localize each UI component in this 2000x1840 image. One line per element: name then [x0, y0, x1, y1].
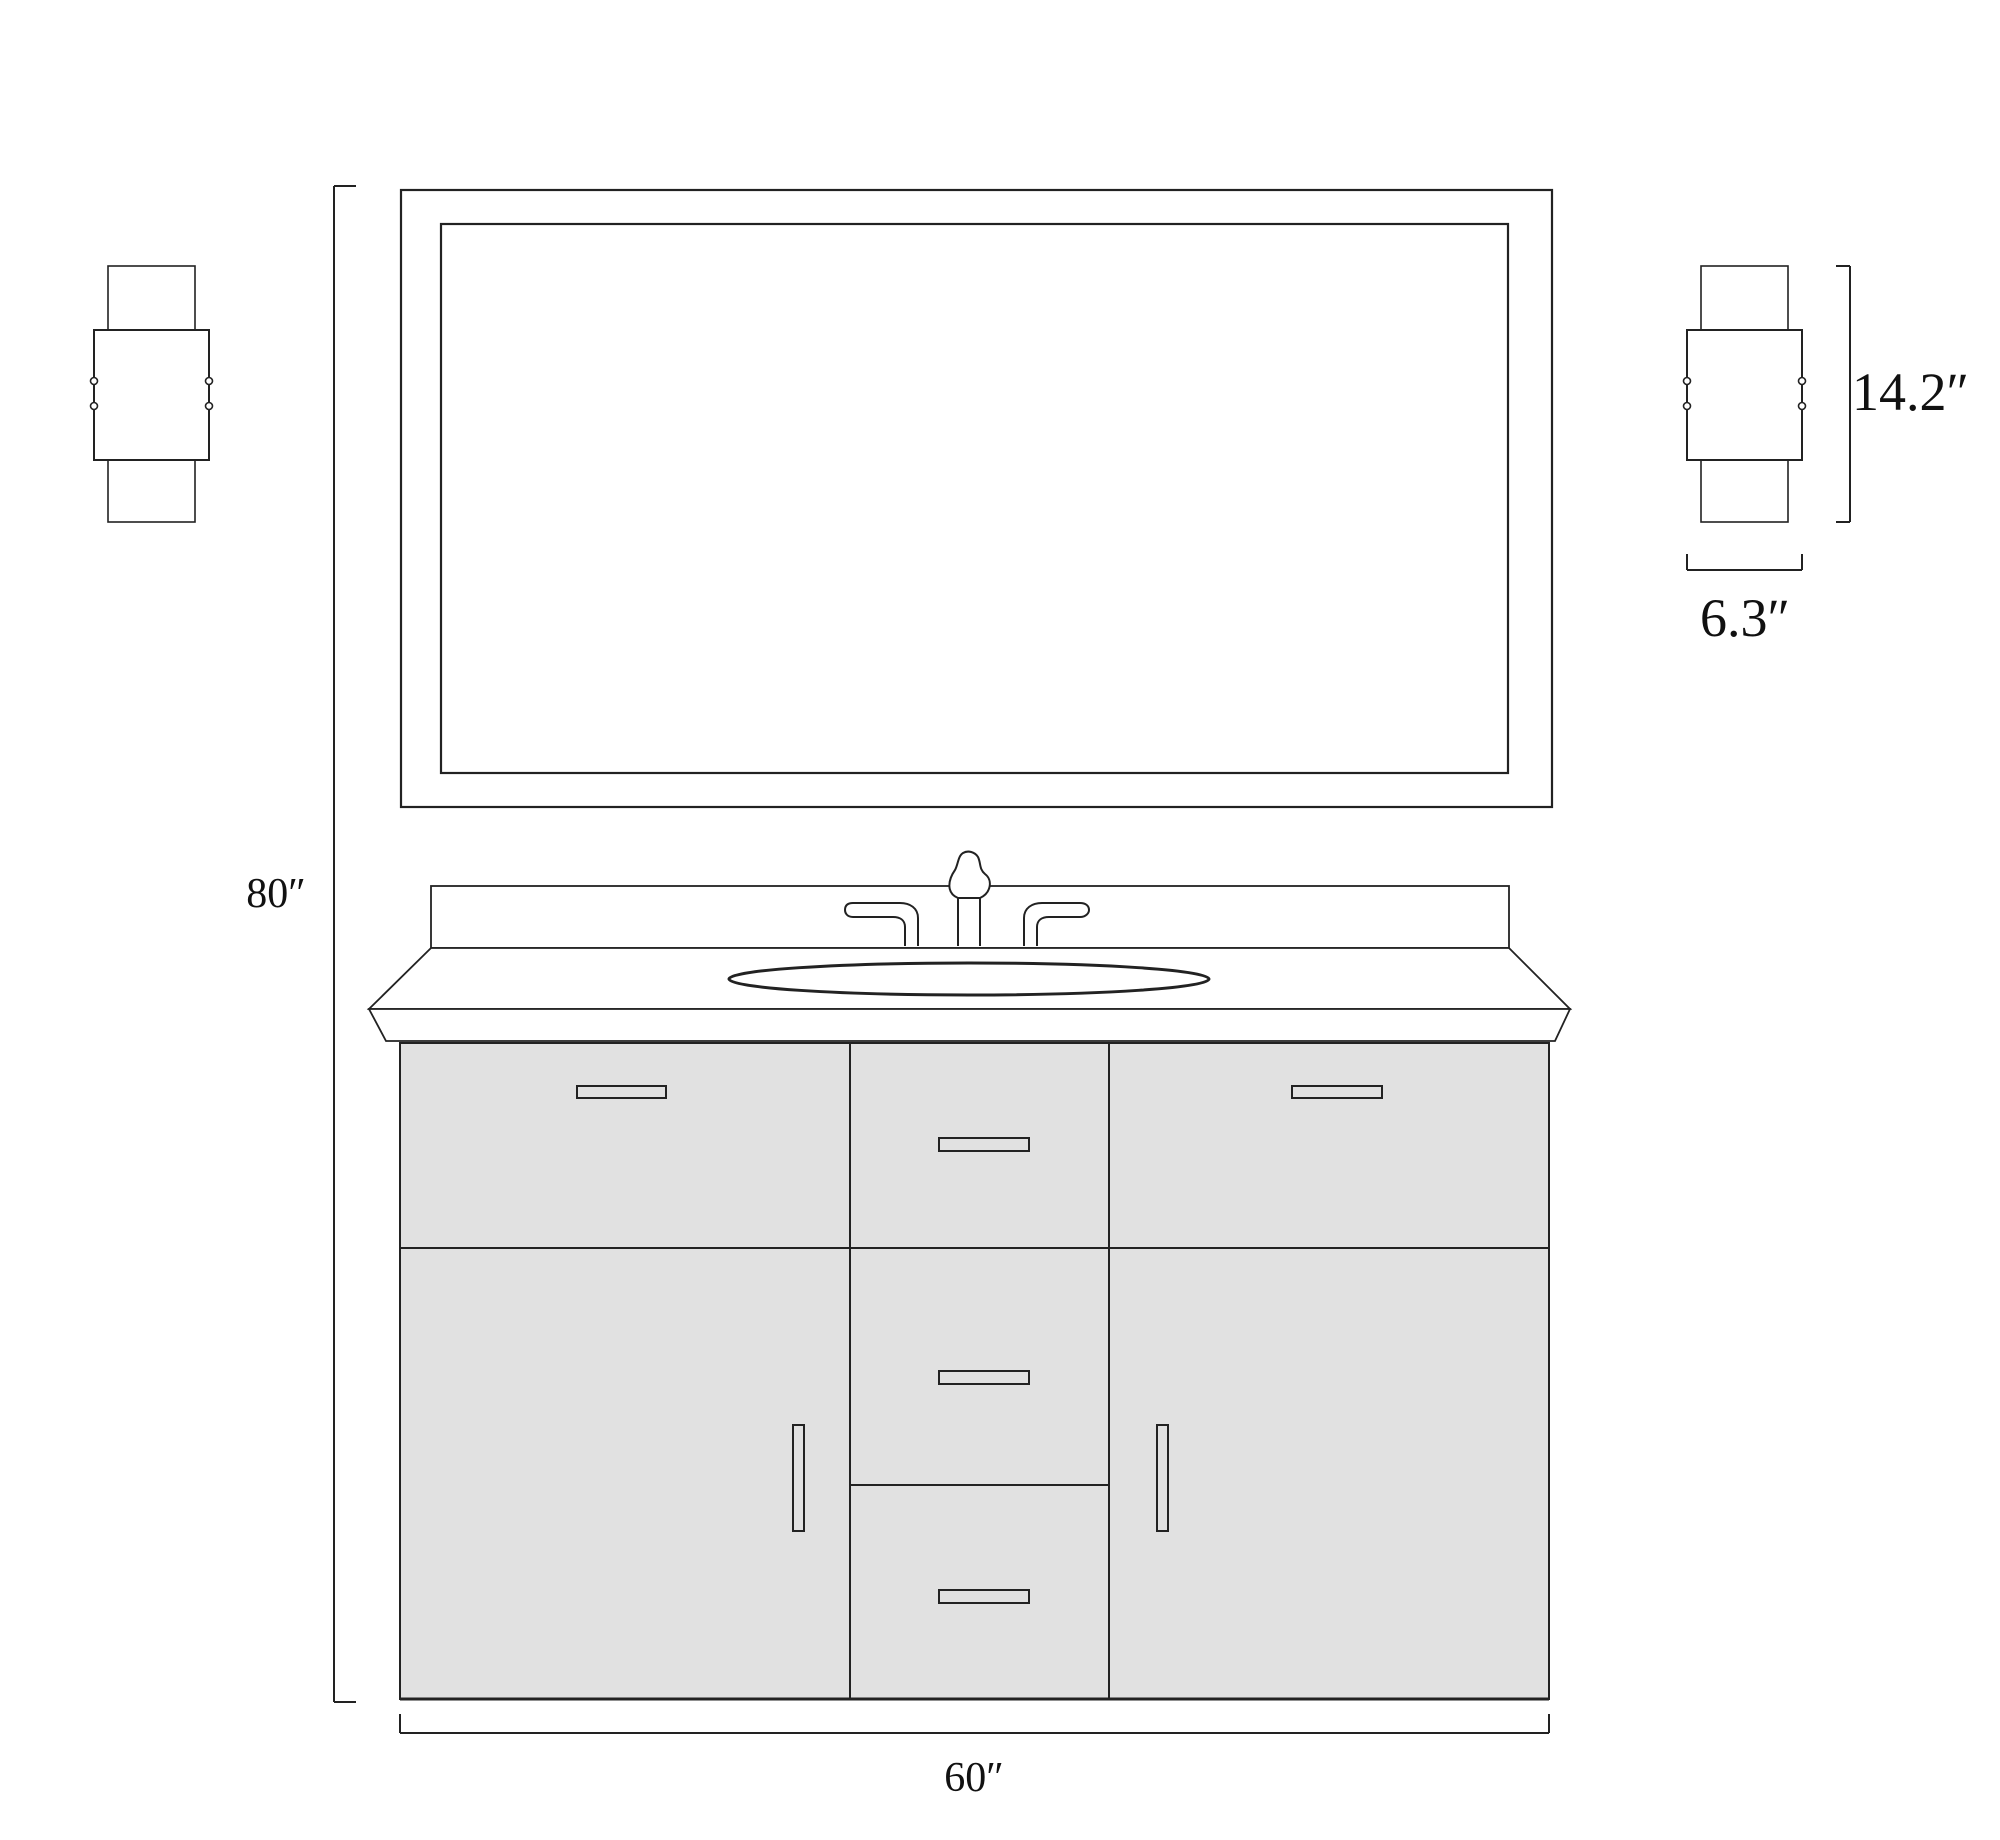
left-door-handle	[792, 1424, 805, 1532]
overall-height-dimension	[333, 185, 356, 1703]
sconce-width-label: 6.3″	[1700, 588, 1790, 648]
sink-basin	[727, 961, 1211, 997]
center-drawer-3-handle	[938, 1589, 1030, 1604]
left-cabinet-door[interactable]	[792, 1424, 805, 1532]
sconce-height-label: 14.2″	[1852, 362, 1969, 422]
countertop	[366, 947, 1573, 1042]
sconce-height-dimension	[1836, 265, 1851, 523]
left-wall-sconce	[89, 265, 214, 523]
left-top-drawer-handle	[576, 1085, 667, 1099]
center-drawer-2[interactable]	[938, 1370, 1030, 1385]
right-wall-sconce	[1682, 265, 1807, 523]
faucet	[843, 850, 1091, 946]
vanity-width-dimension	[399, 1714, 1550, 1734]
center-drawer-1-handle	[938, 1137, 1030, 1152]
overall-height-label: 80″	[246, 871, 306, 917]
right-door-handle	[1156, 1424, 1169, 1532]
right-cabinet-door[interactable]	[1156, 1424, 1169, 1532]
center-drawer-3[interactable]	[938, 1589, 1030, 1604]
vanity-width-label: 60″	[944, 1755, 1004, 1801]
sconce-width-dimension	[1686, 554, 1803, 571]
left-top-drawer[interactable]	[576, 1085, 667, 1099]
center-drawer-2-handle	[938, 1370, 1030, 1385]
mirror	[399, 188, 1554, 809]
right-top-drawer-handle	[1291, 1085, 1383, 1099]
right-top-drawer[interactable]	[1291, 1085, 1383, 1099]
center-drawer-1[interactable]	[938, 1137, 1030, 1152]
